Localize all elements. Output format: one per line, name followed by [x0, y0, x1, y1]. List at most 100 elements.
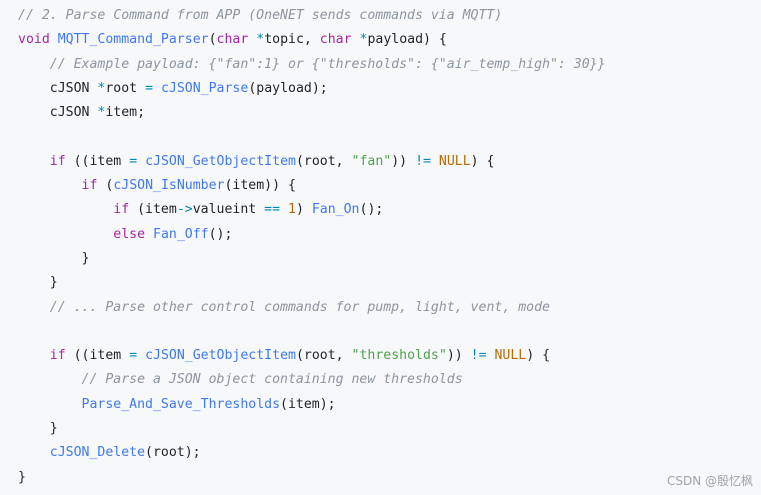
- code-token-plain: root: [105, 80, 146, 96]
- code-line: // Example payload: {"fan":1} or {"thres…: [18, 53, 761, 77]
- code-token-func: cJSON_IsNumber: [113, 178, 225, 194]
- code-token-op: =: [129, 153, 138, 169]
- code-line: if ((item = cJSON_GetObjectItem(root, "f…: [18, 150, 761, 174]
- code-token-plain: [18, 227, 113, 242]
- code-token-plain: [153, 81, 161, 96]
- code-token-op: *: [97, 80, 106, 96]
- code-token-plain: ((item: [65, 153, 130, 169]
- code-token-func: Fan_Off: [153, 226, 209, 242]
- code-token-func: cJSON_Parse: [160, 80, 249, 96]
- code-token-op: *: [256, 32, 265, 48]
- code-token-op: !=: [470, 348, 487, 364]
- code-token-keyword: char: [216, 32, 249, 48]
- code-token-plain: ();: [208, 226, 233, 242]
- code-token-plain: ((item: [65, 348, 130, 364]
- code-token-plain: [18, 202, 113, 217]
- code-token-plain: (: [97, 178, 114, 194]
- code-token-const: NULL: [438, 153, 471, 169]
- code-token-op: ->: [176, 202, 193, 218]
- code-token-plain: [18, 300, 50, 315]
- code-token-plain: (item: [129, 202, 177, 218]
- code-token-plain: [280, 202, 288, 217]
- code-line: [18, 320, 761, 344]
- code-token-plain: [18, 372, 82, 387]
- code-token-plain: [18, 57, 50, 72]
- code-token-plain: (item)) {: [224, 178, 296, 194]
- code-token-op: =: [129, 348, 138, 364]
- code-token-plain: ) {: [526, 348, 551, 364]
- code-line: }: [18, 417, 761, 441]
- code-token-keyword: if: [113, 202, 130, 218]
- code-line: cJSON_Delete(root);: [18, 441, 761, 465]
- code-token-plain: [18, 178, 82, 193]
- code-token-plain: (root,: [295, 153, 352, 169]
- code-token-op: *: [359, 32, 368, 48]
- code-line: if (cJSON_IsNumber(item)) {: [18, 174, 761, 198]
- code-token-func: cJSON_GetObjectItem: [145, 153, 296, 169]
- code-token-plain: (root);: [145, 445, 201, 461]
- code-token-comment: // 2. Parse Command from APP (OneNET sen…: [18, 8, 503, 23]
- code-token-plain: (item);: [280, 396, 336, 412]
- code-token-func: cJSON_GetObjectItem: [145, 348, 296, 364]
- code-token-plain: valueint: [192, 202, 265, 218]
- code-line: else Fan_Off();: [18, 223, 761, 247]
- code-token-plain: [18, 397, 82, 412]
- code-token-keyword: if: [49, 153, 66, 169]
- code-token-plain: [137, 154, 145, 169]
- code-line: Parse_And_Save_Thresholds(item);: [18, 393, 761, 417]
- code-token-func: Parse_And_Save_Thresholds: [81, 396, 281, 412]
- code-token-plain: (payload);: [248, 80, 328, 96]
- code-token-plain: }: [18, 469, 26, 485]
- code-token-plain: [18, 154, 50, 169]
- code-token-plain: [431, 154, 439, 169]
- code-token-keyword: if: [49, 348, 66, 364]
- code-line: cJSON *root = cJSON_Parse(payload);: [18, 77, 761, 101]
- code-line: // Parse a JSON object containing new th…: [18, 368, 761, 392]
- code-token-plain: (root,: [295, 348, 352, 364]
- code-token-plain: ();: [359, 202, 384, 218]
- code-token-op: !=: [415, 153, 431, 169]
- watermark: CSDN @殷忆枫: [666, 474, 753, 488]
- code-token-op: ==: [264, 202, 281, 218]
- code-token-plain: cJSON: [18, 105, 98, 121]
- code-token-keyword: else: [113, 226, 146, 242]
- code-token-number: 1: [288, 202, 296, 218]
- code-token-comment: // ... Parse other control commands for …: [49, 299, 550, 315]
- code-token-plain: cJSON: [18, 80, 98, 96]
- code-token-plain: [50, 32, 58, 47]
- code-line: // ... Parse other control commands for …: [18, 296, 761, 320]
- code-line: [18, 125, 761, 149]
- code-token-op: =: [145, 80, 154, 96]
- code-line: void MQTT_Command_Parser(char *topic, ch…: [18, 28, 761, 52]
- code-token-plain: )): [391, 153, 416, 169]
- code-token-plain: (: [208, 32, 217, 48]
- code-token-func: cJSON_Delete: [49, 445, 146, 461]
- code-token-plain: payload) {: [367, 32, 447, 48]
- code-line: if (item->valueint == 1) Fan_On();: [18, 198, 761, 222]
- code-line: }: [18, 466, 761, 490]
- code-token-plain: [18, 348, 50, 363]
- code-token-plain: )): [446, 348, 471, 364]
- code-token-plain: ): [295, 202, 312, 218]
- code-token-comment: // Example payload: {"fan":1} or {"thres…: [49, 56, 606, 72]
- code-token-comment: // Parse a JSON object containing new th…: [81, 372, 463, 388]
- code-token-plain: }: [18, 275, 58, 291]
- code-token-func: MQTT_Command_Parser: [57, 32, 209, 48]
- code-token-plain: }: [18, 250, 90, 266]
- code-token-plain: [137, 348, 145, 363]
- code-token-plain: [352, 32, 360, 47]
- code-line: }: [18, 247, 761, 271]
- code-token-const: NULL: [494, 348, 527, 364]
- code-token-keyword: if: [81, 178, 98, 194]
- code-token-plain: }: [18, 421, 58, 437]
- code-token-keyword: void: [18, 32, 50, 48]
- code-token-plain: ) {: [470, 153, 495, 169]
- code-token-string: "thresholds": [351, 348, 447, 364]
- code-line: cJSON *item;: [18, 101, 761, 125]
- code-token-keyword: char: [319, 32, 352, 48]
- code-token-plain: [18, 445, 50, 460]
- code-token-op: *: [97, 105, 106, 121]
- code-token-string: "fan": [351, 153, 392, 169]
- code-line: if ((item = cJSON_GetObjectItem(root, "t…: [18, 344, 761, 368]
